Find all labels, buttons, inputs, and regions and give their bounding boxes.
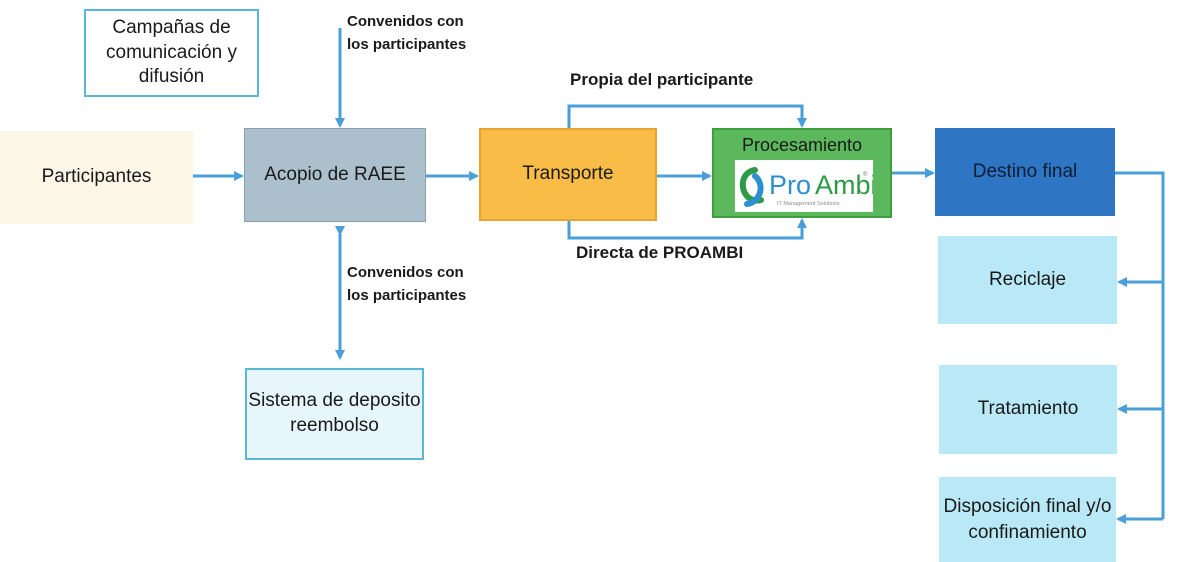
route-propia bbox=[567, 104, 807, 128]
svg-text:Pro: Pro bbox=[769, 170, 811, 200]
box-participantes: Participantes bbox=[0, 131, 193, 224]
box-transporte: Transporte bbox=[479, 128, 657, 221]
svg-text:IT Management Solutions: IT Management Solutions bbox=[777, 201, 840, 207]
label-convenidos-bottom: Convenidos con los participantes bbox=[347, 264, 467, 305]
box-sistema-deposito: Sistema de deposito reembolso bbox=[245, 368, 424, 460]
svg-text:Ambi: Ambi bbox=[815, 170, 873, 200]
box-destino-final: Destino final bbox=[935, 128, 1115, 216]
label-propia: Propia del participante bbox=[570, 70, 754, 89]
route-directa bbox=[567, 218, 807, 240]
proambi-logo: Pro Ambi ® IT Management Solutions bbox=[735, 160, 877, 212]
procesamiento-title: Procesamiento bbox=[741, 135, 863, 155]
box-campanas: Campañas de comunicación y difusión bbox=[84, 9, 259, 97]
connector-destino-outcomes bbox=[1115, 171, 1165, 519]
svg-text:®: ® bbox=[863, 171, 868, 178]
label-convenidos-top: Convenidos con los participantes bbox=[347, 13, 467, 54]
box-disposicion-final: Disposición final y/o confinamiento bbox=[939, 477, 1116, 562]
box-acopio-raee: Acopio de RAEE bbox=[244, 128, 426, 222]
box-procesamiento: Procesamiento Pro Ambi ® IT Management S… bbox=[712, 128, 892, 218]
box-tratamiento: Tratamiento bbox=[939, 365, 1117, 454]
label-directa: Directa de PROAMBI bbox=[576, 243, 744, 262]
box-reciclaje: Reciclaje bbox=[938, 236, 1117, 324]
proambi-logo-icon: Pro Ambi ® IT Management Solutions bbox=[739, 167, 877, 207]
